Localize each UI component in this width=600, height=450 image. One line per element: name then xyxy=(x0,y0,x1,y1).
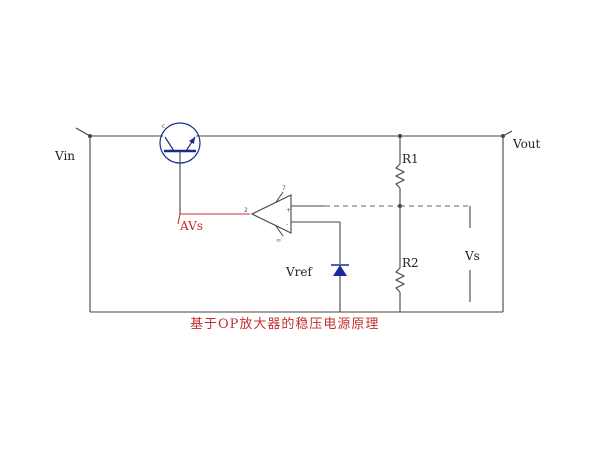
op-pin-plus: + xyxy=(286,207,291,214)
transistor-pin-mark: c xyxy=(162,123,165,130)
op-pin-minus: - xyxy=(286,221,288,228)
op-pin-top: 7 xyxy=(282,185,286,192)
divider-r2 xyxy=(394,206,406,312)
diagram-caption: 基于OP放大器的稳压电源原理 xyxy=(190,316,379,332)
op-pin-bottom: ∞ xyxy=(276,237,281,244)
pass-transistor xyxy=(159,122,201,214)
zener-diode xyxy=(331,222,349,312)
divider-r1 xyxy=(394,136,406,206)
op-amp xyxy=(250,191,340,237)
top-rail xyxy=(75,127,513,138)
vin-label: Vin xyxy=(54,149,75,163)
avs-feed xyxy=(177,213,250,225)
op-pin-out: 2 xyxy=(244,207,248,214)
r1-label: R1 xyxy=(402,152,419,166)
avs-label: AVs xyxy=(179,219,203,233)
vs-measure xyxy=(400,205,471,302)
vout-label: Vout xyxy=(512,137,541,151)
vref-label: Vref xyxy=(285,265,314,279)
r2-label: R2 xyxy=(402,256,419,270)
vs-label: Vs xyxy=(464,249,480,263)
